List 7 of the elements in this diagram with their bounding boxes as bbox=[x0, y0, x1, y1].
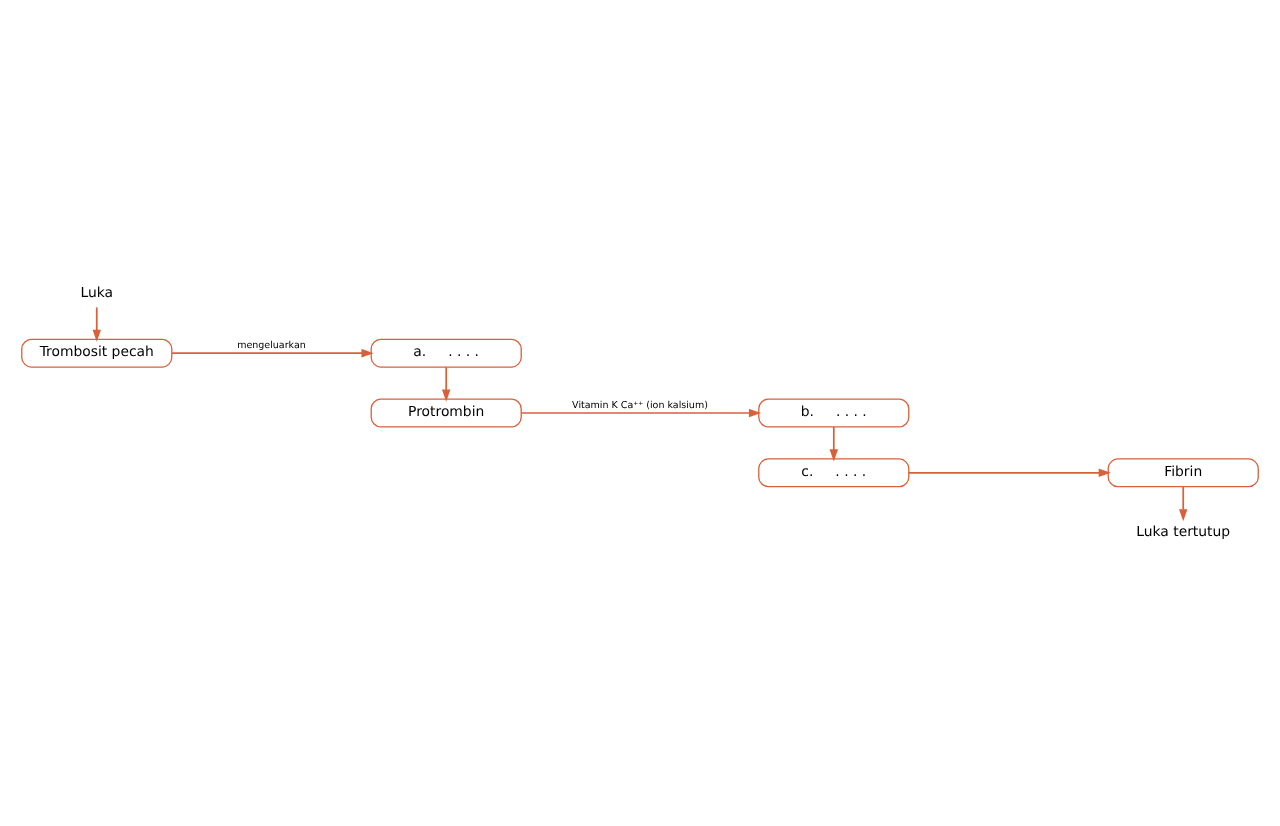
arrow bbox=[171, 348, 374, 358]
arrow bbox=[829, 426, 839, 462]
arrow bbox=[520, 408, 762, 418]
arrow bbox=[1179, 486, 1188, 522]
arrow bbox=[92, 306, 101, 342]
arrow bbox=[908, 468, 1111, 478]
arrow bbox=[441, 366, 451, 402]
